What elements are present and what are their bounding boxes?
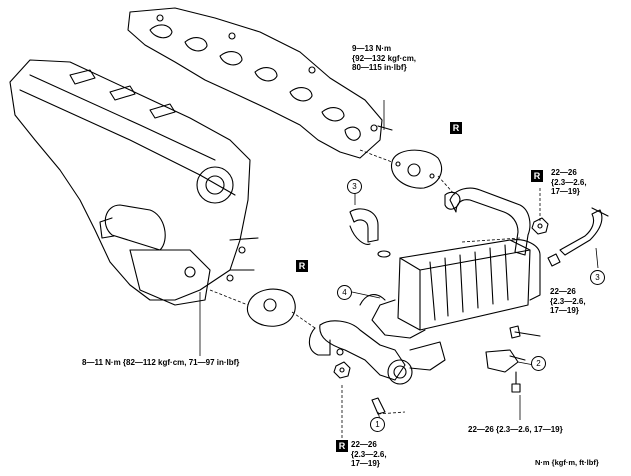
- torque-label-lower-bolt: 22—26 {2.3—2.6, 17—19}: [468, 425, 563, 434]
- callout-1: 1: [370, 417, 385, 432]
- callout-3-right: 3: [590, 270, 605, 285]
- torque-label-manifold-nuts: 9—13 N·m {92—132 kgf·cm, 80—115 in·lbf}: [352, 44, 417, 72]
- leader-callout-4: [351, 291, 381, 299]
- bracket: [485, 349, 526, 373]
- replace-mark-lower-nut: R: [336, 440, 348, 452]
- leader-callout-3b: [595, 247, 599, 269]
- bolt-2: [511, 371, 521, 393]
- torque-label-upper-nut: 22—26 {2.3—2.6, 17—19}: [551, 168, 587, 196]
- egr-valve: [308, 320, 446, 385]
- leader-hose: [461, 237, 521, 243]
- intake-manifold: [9, 59, 259, 306]
- leader-clip: [377, 411, 406, 415]
- units-note: N·m {kgf·m, ft·lbf}: [535, 458, 599, 467]
- egr-pipe-upper: [444, 187, 531, 256]
- egr-cooler: [359, 239, 541, 339]
- nut-upper: [531, 217, 549, 235]
- leader-gasket-lower: [209, 289, 316, 329]
- replace-mark-gasket-upper: R: [450, 122, 462, 134]
- callout-4: 4: [337, 285, 352, 300]
- torque-label-egr-valve-bolts: 8—11 N·m {82—112 kgf·cm, 71—97 in·lbf}: [82, 358, 240, 367]
- bolt-1: [509, 325, 541, 339]
- egr-hose-left: [349, 208, 391, 258]
- clip: [371, 397, 386, 415]
- replace-mark-gasket-lower: R: [296, 260, 308, 272]
- gasket-upper: [391, 149, 442, 189]
- nut-lower: [333, 361, 351, 379]
- egr-hose-right: [559, 207, 609, 256]
- hose-clamp-right: [547, 253, 561, 267]
- replace-mark-upper-nut: R: [531, 170, 543, 182]
- torque-label-bracket-bolt: 22—26 {2.3—2.6, 17—19}: [550, 287, 586, 315]
- exhaust-manifold: [127, 7, 393, 159]
- torque-label-lower-nut: 22—26 {2.3—2.6, 17—19}: [351, 440, 387, 468]
- gasket-lower: [246, 288, 296, 327]
- callout-3-left: 3: [347, 179, 362, 194]
- callout-2: 2: [531, 356, 546, 371]
- leader-gasket-upper: [359, 149, 456, 196]
